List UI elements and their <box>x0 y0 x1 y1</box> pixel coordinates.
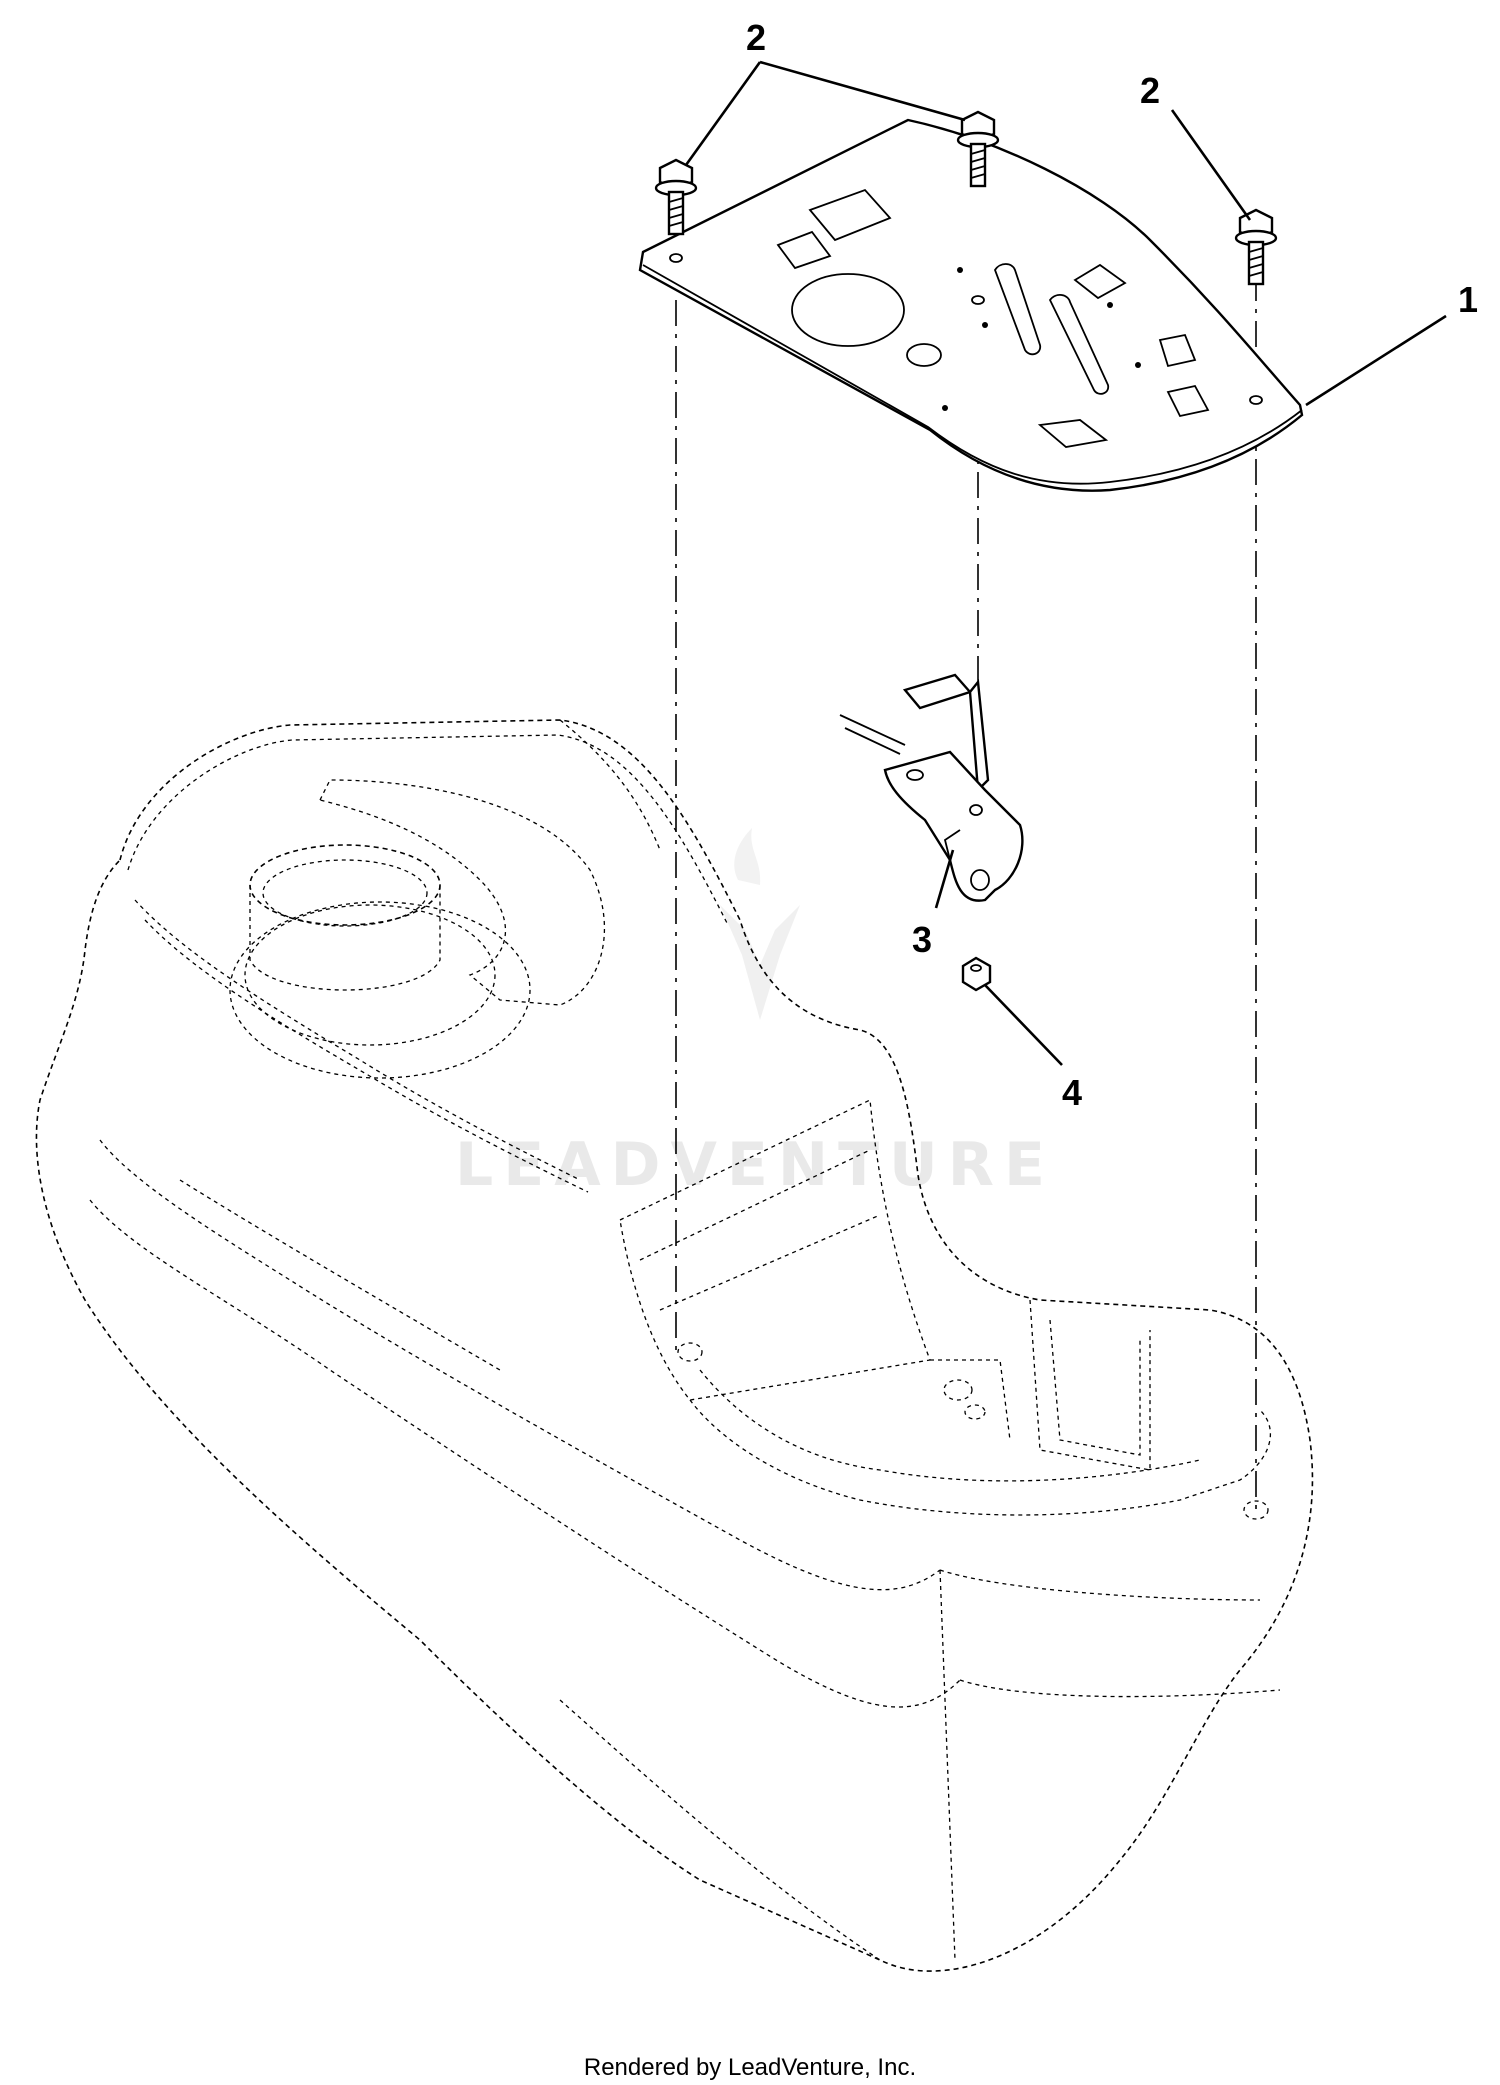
leader-lines <box>684 60 1447 1066</box>
hex-nut <box>961 956 992 992</box>
callout-1: 1 <box>1458 279 1478 320</box>
leadventure-logo-icon <box>720 828 800 1020</box>
bracket <box>839 673 1024 902</box>
flange-bolt-left <box>654 158 698 236</box>
console-body <box>35 719 1314 1972</box>
leadventure-watermark: LEADVENTURE <box>455 828 1055 1200</box>
callout-2-right: 2 <box>1140 70 1160 111</box>
flange-bolt-center <box>956 110 1000 188</box>
watermark-text: LEADVENTURE <box>455 1130 1055 1200</box>
callout-2-left: 2 <box>746 17 766 58</box>
callout-labels: 1 2 2 3 4 <box>746 17 1478 1113</box>
footer-credit: Rendered by LeadVenture, Inc. <box>584 2054 916 2081</box>
flange-bolt-right <box>1234 208 1278 286</box>
callout-3: 3 <box>912 919 932 960</box>
cover-plate <box>638 118 1304 492</box>
callout-4: 4 <box>1062 1072 1082 1113</box>
